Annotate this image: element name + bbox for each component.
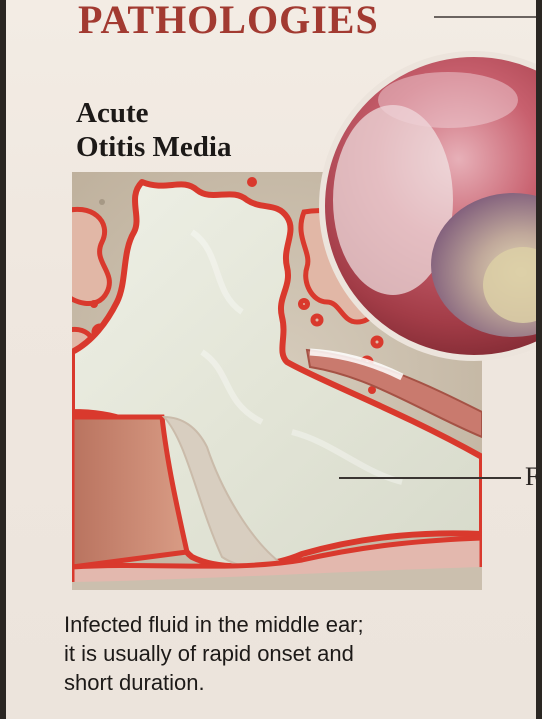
description-line1: Infected fluid in the middle ear; (64, 612, 364, 637)
condition-title: Acute Otitis Media (76, 96, 231, 164)
fluid-pointer-line (339, 477, 521, 479)
fluid-pointer-label: F (525, 462, 536, 492)
condition-title-line2: Otitis Media (76, 131, 231, 163)
description-line2: it is usually of rapid onset and (64, 641, 354, 666)
page-title: PATHOLOGIES (78, 0, 379, 43)
otoscope-photo (318, 50, 536, 362)
book-page: PATHOLOGIES Acute Otitis Media (6, 0, 536, 719)
description-line3: short duration. (64, 670, 205, 695)
description-text: Infected fluid in the middle ear; it is … (64, 610, 504, 697)
title-rule (434, 16, 536, 18)
condition-title-line1: Acute (76, 97, 148, 129)
